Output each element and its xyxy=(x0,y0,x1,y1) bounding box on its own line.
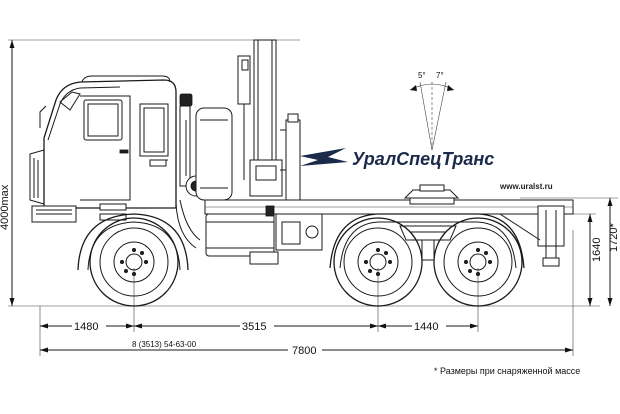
fifth-wheel xyxy=(403,184,460,205)
front-overhang-label: 1480 xyxy=(74,321,98,333)
front-fender-inner xyxy=(87,221,181,271)
arrow-1440-right xyxy=(470,323,478,329)
rear-wheel-2 xyxy=(433,217,523,307)
front-wheel xyxy=(89,217,179,307)
label-bg-7800 xyxy=(288,342,322,356)
crane xyxy=(237,39,301,201)
fifth-wheel-arrow-bottom xyxy=(607,298,613,306)
wheelbase-label: 3515 xyxy=(242,321,266,333)
arrow-7800-left xyxy=(40,347,48,353)
battery-box xyxy=(275,213,323,251)
label-bg-1440 xyxy=(412,318,446,332)
arrow-1480-right xyxy=(126,323,134,329)
model-label: 8 (3513) 54-63-00 xyxy=(132,340,197,349)
height-arrow-top xyxy=(9,40,15,48)
frame-height-arrow-bottom xyxy=(587,298,593,306)
company-logo: УралСпецТранс xyxy=(300,148,494,169)
arrow-1480-left xyxy=(40,323,48,329)
angle-marker: 5° 7° xyxy=(409,71,455,151)
fifth-wheel-height-label: 1720* xyxy=(608,223,620,252)
angle-right-label: 7° xyxy=(436,71,444,80)
height-total-label: 4000max xyxy=(0,184,11,230)
rear-suspension xyxy=(399,225,457,261)
truck xyxy=(29,39,574,307)
frame-height-arrow-top xyxy=(587,214,593,222)
frame-height-label: 1640 xyxy=(591,238,603,262)
fuel-tank xyxy=(205,213,275,257)
fifth-wheel-arrow-top xyxy=(607,198,613,206)
arrow-3515-right xyxy=(370,323,378,329)
rear-wheel-1 xyxy=(333,217,423,307)
footnote: * Размеры при снаряженной массе xyxy=(434,366,580,376)
crane-base-bolt xyxy=(265,205,275,217)
spare-wheel xyxy=(195,107,233,201)
rear-axle-spacing-label: 1440 xyxy=(414,321,438,333)
hose xyxy=(179,199,201,241)
height-arrow-bottom xyxy=(9,298,15,306)
logo-text: УралСпецТранс xyxy=(352,149,494,169)
overall-length-label: 7800 xyxy=(292,345,316,357)
arrow-1440-left xyxy=(378,323,386,329)
label-bg-1480 xyxy=(72,318,106,332)
website-url: www.uralst.ru xyxy=(499,182,553,191)
arrow-3515-left xyxy=(134,323,142,329)
cross-member xyxy=(249,251,279,265)
rear-fender-inner xyxy=(339,221,517,269)
arrow-7800-right xyxy=(565,347,573,353)
angle-left-label: 5° xyxy=(418,71,426,80)
hose-2 xyxy=(175,203,197,249)
label-bg-3515 xyxy=(240,318,274,332)
front-fender xyxy=(77,213,189,271)
rear-fender xyxy=(329,213,525,269)
